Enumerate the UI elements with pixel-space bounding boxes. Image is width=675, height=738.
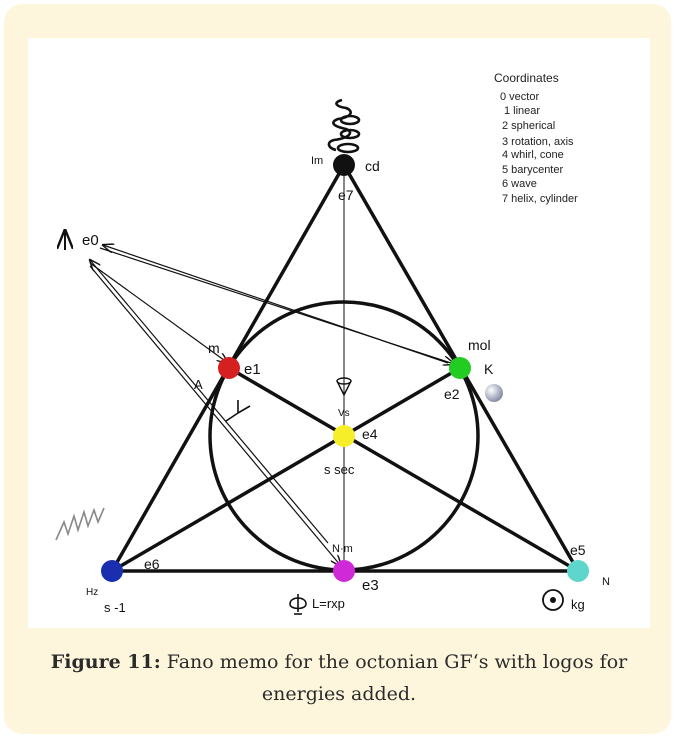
e1-side-label: A bbox=[194, 377, 203, 392]
e3-bottom-label: L=rxp bbox=[312, 596, 345, 611]
figure-card: Coordinates 0 vector 1 linear 2 spherica… bbox=[4, 4, 671, 734]
caption-text: Fano memo for the octonian GF‘s with log… bbox=[166, 651, 628, 705]
coordinates-legend: Coordinates 0 vector 1 linear 2 spherica… bbox=[494, 71, 578, 205]
e6-label: e6 bbox=[144, 556, 160, 572]
wave-icon bbox=[55, 507, 105, 541]
triangle-edges bbox=[108, 161, 582, 573]
legend-item-0: 0 vector bbox=[500, 91, 539, 103]
legend-item-4: 4 whirl, cone bbox=[502, 149, 564, 161]
node-e4 bbox=[333, 425, 355, 447]
e5-bottom-label: kg bbox=[571, 597, 585, 612]
fano-diagram: Coordinates 0 vector 1 linear 2 spherica… bbox=[28, 38, 650, 628]
node-e5 bbox=[567, 560, 589, 582]
e7-label: e7 bbox=[338, 187, 354, 203]
e4-label: e4 bbox=[362, 426, 378, 442]
node-e3 bbox=[333, 560, 355, 582]
legend-item-3: 3 rotation, axis bbox=[502, 136, 574, 148]
median-e2-e6 bbox=[111, 366, 461, 573]
e3-label: e3 bbox=[362, 577, 379, 594]
e6-bottom-label: s -1 bbox=[104, 600, 126, 615]
e6-left-label: Hz bbox=[86, 587, 98, 598]
node-e6 bbox=[101, 560, 123, 582]
fano-plane-svg: Coordinates 0 vector 1 linear 2 spherica… bbox=[55, 71, 610, 615]
e4-bottom-label: s sec bbox=[324, 462, 355, 477]
legend-title: Coordinates bbox=[494, 71, 559, 85]
e1-label: e1 bbox=[244, 361, 261, 378]
arrow-e0-e1 bbox=[89, 262, 228, 363]
e7-left-label: Im bbox=[311, 155, 323, 167]
e2-top-label: mol bbox=[468, 337, 491, 353]
helix-icon bbox=[327, 98, 361, 154]
legend-item-2: 2 spherical bbox=[502, 120, 555, 132]
node-e2 bbox=[449, 357, 471, 379]
e2-right-label: K bbox=[484, 361, 494, 377]
legend-item-7: 7 helix, cylinder bbox=[502, 193, 578, 205]
e0-label: e0 bbox=[82, 232, 99, 249]
e5-label: e5 bbox=[570, 542, 586, 558]
median-e1-e5 bbox=[228, 366, 579, 573]
barycenter-icon bbox=[542, 589, 564, 611]
whirl-icon bbox=[289, 594, 307, 615]
arrow-e3-e0 bbox=[90, 260, 329, 544]
figure-caption: Figure 11: Fano memo for the octonian GF… bbox=[28, 646, 650, 710]
sphere-icon bbox=[485, 384, 503, 402]
legend-item-5: 5 barycenter bbox=[502, 164, 563, 176]
arrow-e0-e3 bbox=[89, 265, 341, 566]
e3-top-label: N·m bbox=[332, 543, 353, 555]
node-e1 bbox=[218, 357, 240, 379]
node-e7 bbox=[333, 154, 355, 176]
e5-right-label: N bbox=[602, 576, 610, 588]
arrow-e2-e0 bbox=[103, 245, 449, 364]
e1-top-label: m bbox=[208, 340, 220, 356]
caption-label: Figure 11: bbox=[50, 651, 161, 673]
legend-item-6: 6 wave bbox=[502, 178, 537, 190]
cone-icon bbox=[336, 377, 352, 397]
e2-label: e2 bbox=[444, 386, 460, 402]
e7-right-label: cd bbox=[365, 158, 380, 174]
rotation-axis-icon bbox=[225, 400, 251, 422]
e4-top-label: Vs bbox=[338, 408, 350, 419]
legend-item-1: 1 linear bbox=[504, 105, 540, 117]
